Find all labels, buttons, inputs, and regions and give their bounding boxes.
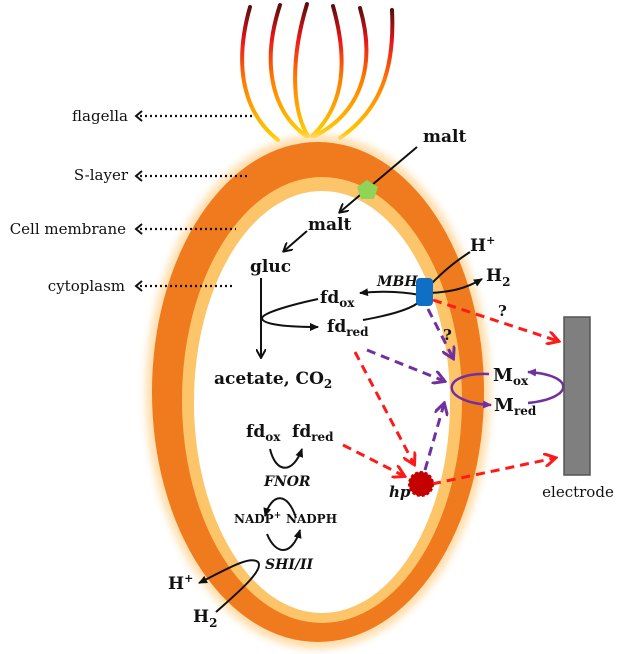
hp-label: hp xyxy=(389,483,411,501)
h2-shi: H2 xyxy=(193,607,217,630)
maltose-uptake: malt malt gluc xyxy=(250,127,466,277)
m-ox-label: Mox xyxy=(493,365,529,388)
hp-to-electrode-arrow xyxy=(431,458,555,486)
flagellum xyxy=(313,6,369,138)
gluc-label: gluc xyxy=(250,257,291,277)
flagellum xyxy=(310,4,344,138)
leader-arrowhead xyxy=(134,110,143,122)
fdred-to-mbh-line xyxy=(362,302,419,321)
mbh-label: MBH xyxy=(376,274,418,290)
purple-mediator-paths xyxy=(366,308,453,471)
flagellum xyxy=(240,5,280,142)
malt-to-gluc-arrow xyxy=(284,230,308,251)
mbh-enzyme xyxy=(416,278,433,306)
nadph-to-nadp-curve xyxy=(263,497,297,519)
maltose-transporter xyxy=(357,180,378,199)
fnor-label: FNOR xyxy=(263,474,311,490)
label-cell-membrane: Cell membrane xyxy=(10,220,126,238)
shi-label: SHI/II xyxy=(265,557,314,573)
h-plus-mbh: H+ xyxy=(470,234,495,256)
electrode: electrode xyxy=(542,316,614,501)
label-flagella: flagella xyxy=(72,107,128,125)
question-mark-electrode: ? xyxy=(498,302,507,320)
question-mark-mediator: ? xyxy=(443,326,452,344)
red-electron-paths xyxy=(342,298,558,486)
leader-arrowhead xyxy=(134,223,143,235)
flagellum xyxy=(293,2,310,138)
fd-ox-fnor: fdox xyxy=(246,422,281,444)
nadp-to-nadph-curve xyxy=(266,529,302,551)
side-labels: flagella S-layer Cell membrane cytoplasm xyxy=(10,107,255,295)
h2-to-hplus-curve xyxy=(198,559,260,613)
h2-mbh: H2 xyxy=(486,266,510,289)
fd-red-fnor: fdred xyxy=(292,422,334,444)
nadph-label: NADPH xyxy=(286,512,337,526)
shi-h2-cycle xyxy=(198,559,260,613)
mediator-cycle xyxy=(450,368,565,409)
glycolysis xyxy=(260,278,319,357)
label-s-layer: S-layer xyxy=(74,166,129,184)
malt-internal: malt xyxy=(308,215,351,235)
leader-arrowhead xyxy=(134,280,143,292)
mbh-to-fdox-arrow xyxy=(359,288,421,297)
acetate-co2-label: acetate, CO2 xyxy=(214,369,332,391)
hp-enzyme-group: hp xyxy=(389,471,434,501)
fdred-to-hp-arrow xyxy=(353,351,414,464)
label-cytoplasm: cytoplasm xyxy=(48,277,125,295)
flagella-bundle xyxy=(240,2,395,142)
cytoplasm xyxy=(194,191,450,613)
mbh-to-mediator-arrow xyxy=(426,308,453,358)
flagellum xyxy=(268,3,308,138)
electrode-label: electrode xyxy=(542,483,614,501)
fdred2-to-hp-arrow xyxy=(342,443,404,476)
cell-envelope xyxy=(146,135,490,649)
mbh-to-h2-arrow xyxy=(429,278,483,294)
fd-reduction-curve xyxy=(260,298,319,331)
fnor-cycle xyxy=(263,448,304,551)
h-plus-shi: H+ xyxy=(168,572,193,594)
fd-ox-cytoplasm: fdox xyxy=(320,288,355,310)
hp-enzyme xyxy=(408,471,434,497)
malt-external: malt xyxy=(423,127,466,147)
hp-to-mediator-arrow xyxy=(423,404,444,471)
m-red-label: Mred xyxy=(494,395,537,418)
malt-import-line xyxy=(340,146,418,212)
leader-arrowhead xyxy=(134,170,143,182)
mred-to-mox-curve xyxy=(527,368,565,405)
nadp-label: NADP+ xyxy=(234,511,281,526)
mbh-complex: MBH xyxy=(359,251,483,321)
flagellum xyxy=(338,8,395,140)
electrode-bar xyxy=(563,316,591,476)
mox-to-mred-curve xyxy=(450,372,492,409)
fdox-to-fdred-curve xyxy=(269,448,304,469)
mbh-to-electrode-arrow xyxy=(432,298,558,341)
fd-red-cytoplasm: fdred xyxy=(327,317,369,339)
